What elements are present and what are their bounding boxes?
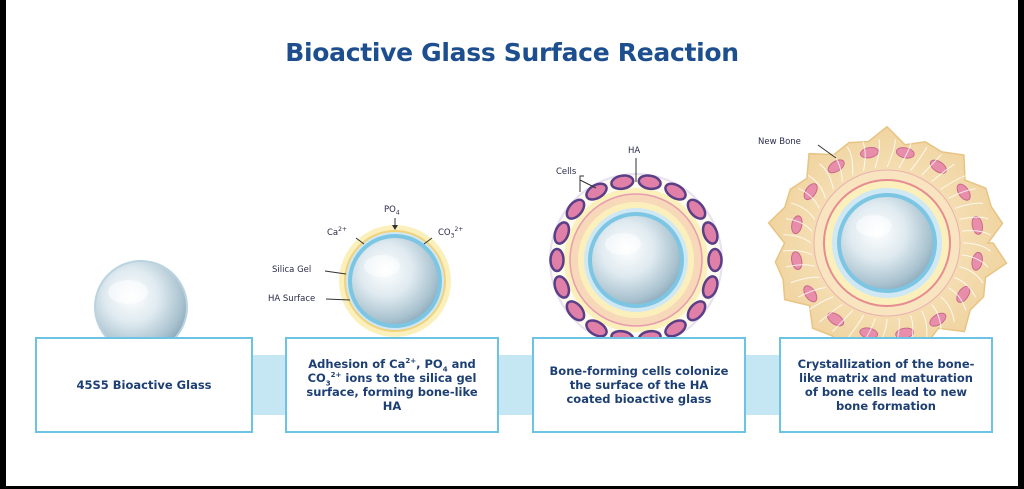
bone-fiber bbox=[954, 277, 977, 298]
cell bbox=[610, 174, 635, 191]
bone-cell bbox=[803, 285, 818, 303]
label-cells: Cells bbox=[556, 167, 577, 177]
bone-fiber bbox=[962, 242, 991, 252]
bone-fiber bbox=[959, 216, 989, 221]
bone-fiber bbox=[819, 304, 843, 323]
stage-1-glass bbox=[94, 260, 188, 354]
stage-4-caption: Crystallization of the bone-like matrix … bbox=[797, 357, 975, 413]
bone-fiber bbox=[886, 139, 896, 168]
diagram-title: Bioactive Glass Surface Reaction bbox=[285, 38, 739, 67]
cell bbox=[549, 247, 565, 273]
label-phosphate: PO4 bbox=[384, 205, 400, 217]
stage-3-glass bbox=[549, 158, 723, 347]
cell bbox=[637, 174, 662, 191]
bone-fiber bbox=[807, 296, 834, 311]
cell bbox=[585, 182, 608, 201]
bone-fiber bbox=[921, 154, 942, 176]
stage-2-caption-box: Adhesion of Ca2+, PO4 and CO32+ ions to … bbox=[285, 337, 499, 433]
cell bbox=[553, 275, 571, 299]
bone-cell bbox=[971, 215, 983, 235]
bone-fiber bbox=[783, 249, 813, 256]
bone-fiber bbox=[940, 175, 967, 190]
bone-fiber bbox=[790, 276, 820, 284]
stage-3-caption: Bone-forming cells colonize the surface … bbox=[549, 364, 729, 406]
bone-fiber bbox=[783, 234, 812, 244]
bone-fiber bbox=[948, 188, 976, 199]
stage-1-caption-box: 45S5 Bioactive Glass bbox=[35, 337, 253, 433]
connector-1 bbox=[251, 355, 287, 415]
bone-fiber bbox=[961, 254, 989, 268]
bone-fiber bbox=[832, 310, 853, 332]
bone-fiber bbox=[832, 153, 843, 182]
bone-fiber bbox=[921, 310, 928, 340]
stage-2-glass bbox=[324, 218, 451, 337]
label-ha: HA bbox=[628, 146, 641, 156]
bone-fiber bbox=[846, 315, 864, 340]
diagram-artwork bbox=[94, 125, 1008, 415]
bone-fiber bbox=[959, 266, 984, 284]
label-new-bone: New Bone bbox=[758, 137, 801, 147]
bone-fiber bbox=[962, 230, 991, 236]
bone-fiber bbox=[819, 163, 834, 190]
connector-3 bbox=[743, 355, 781, 415]
stage-1-caption: 45S5 Bioactive Glass bbox=[76, 378, 212, 392]
bone-fiber bbox=[798, 188, 820, 209]
bone-fiber bbox=[798, 287, 826, 298]
label-ha-surface: HA Surface bbox=[268, 294, 316, 304]
bone-fiber bbox=[785, 218, 813, 232]
diagram-frame: Bioactive Glass Surface Reaction Ca2+ PO… bbox=[6, 0, 1018, 486]
label-carbonate: CO32+ bbox=[438, 226, 464, 240]
bone-fiber bbox=[846, 146, 854, 176]
cell bbox=[701, 275, 719, 299]
label-calcium: Ca2+ bbox=[327, 226, 348, 238]
bone-cells bbox=[783, 139, 991, 347]
stage-3-caption-box: Bone-forming cells colonize the surface … bbox=[532, 337, 746, 433]
cell bbox=[585, 319, 608, 338]
cell bbox=[664, 319, 687, 338]
bone-fiber bbox=[931, 304, 942, 332]
bone-fiber bbox=[785, 264, 815, 268]
connector-2 bbox=[496, 355, 534, 415]
cell bbox=[686, 198, 707, 220]
bone-fiber bbox=[954, 202, 984, 209]
cells-ring bbox=[549, 174, 723, 346]
bone-fiber bbox=[874, 139, 881, 169]
cell bbox=[701, 221, 719, 245]
cell bbox=[565, 300, 586, 322]
bone-fiber bbox=[910, 146, 928, 172]
bone-fiber bbox=[940, 296, 955, 323]
bone-cell bbox=[929, 159, 947, 174]
bone-fiber bbox=[931, 163, 955, 182]
cell bbox=[565, 198, 586, 220]
cell bbox=[707, 247, 723, 273]
cell bbox=[553, 221, 571, 245]
stage-4-caption-box: Crystallization of the bone-like matrix … bbox=[779, 337, 993, 433]
bone-fiber bbox=[862, 141, 866, 171]
cell bbox=[686, 300, 707, 322]
stage-4-new-bone bbox=[767, 125, 1008, 358]
bone-fiber bbox=[898, 141, 912, 169]
bone-fiber bbox=[790, 202, 816, 220]
bone-fiber bbox=[807, 174, 826, 199]
label-silica-gel: Silica Gel bbox=[272, 265, 312, 275]
bone-cell bbox=[803, 183, 818, 201]
stage-2-caption: Adhesion of Ca2+, PO4 and CO32+ ions to … bbox=[306, 357, 478, 413]
cell bbox=[664, 182, 687, 201]
bone-fiber bbox=[948, 287, 967, 311]
